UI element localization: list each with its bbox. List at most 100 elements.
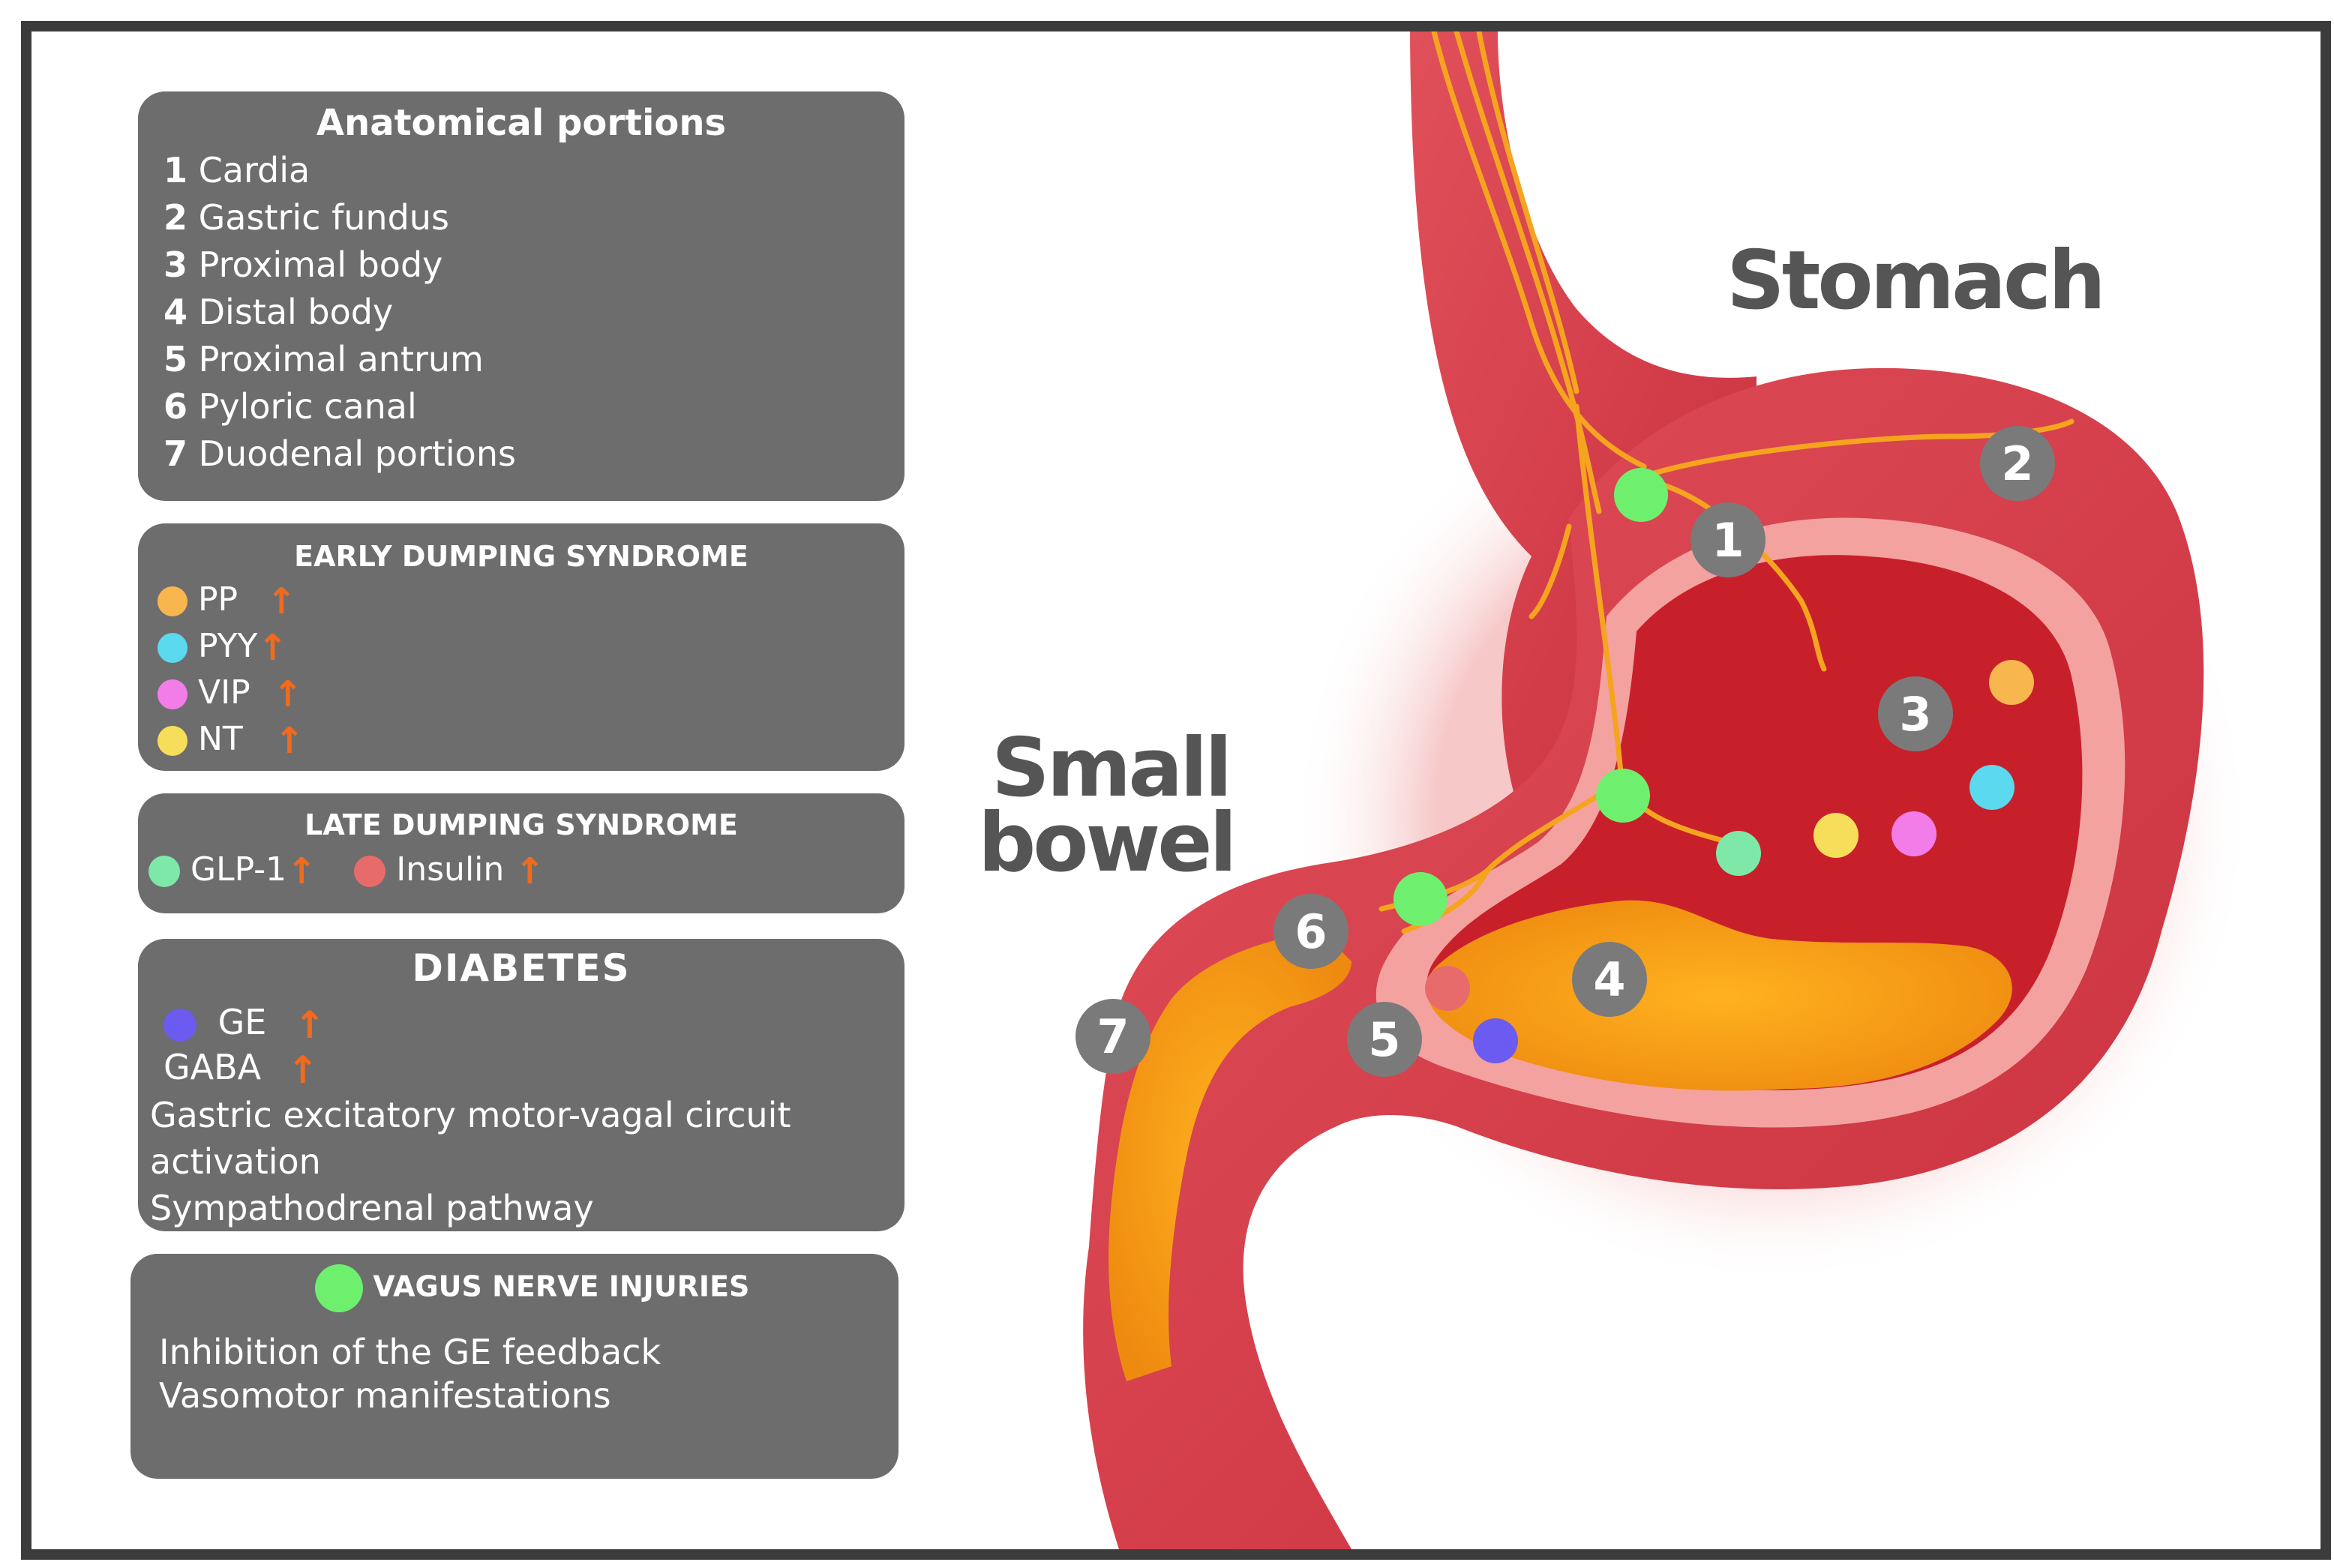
marker-3: 3 <box>1878 676 1953 751</box>
item-label: Duodenal portions <box>198 433 516 474</box>
gaba-label: GABA <box>164 1047 262 1087</box>
ge-row: GE ↑ <box>164 1002 326 1047</box>
legend-item-nt: NT ↑ <box>158 720 304 762</box>
vagus-dot-icon <box>315 1264 363 1312</box>
arrow-up-icon: ↑ <box>293 1003 326 1047</box>
item-label: Pyloric canal <box>198 386 417 427</box>
vagus-dot-icon <box>1596 769 1650 823</box>
marker-2: 2 <box>1980 426 2055 501</box>
item-label: Distal body <box>198 292 394 332</box>
legend-item-pp: PP ↑ <box>158 580 296 622</box>
vagus-nerve <box>1378 31 2074 934</box>
duodenum-lumen <box>1108 931 1352 1381</box>
anatomical-item: 7 Duodenal portions <box>164 433 516 474</box>
marker-3-label: 3 <box>1899 687 1931 742</box>
pyy-dot-icon <box>1970 765 2014 810</box>
pp-dot-icon <box>158 586 188 616</box>
marker-4-label: 4 <box>1593 952 1625 1007</box>
diabetes-panel: DIABETES GE ↑ GABA ↑ Gastric excitatory … <box>138 939 904 1231</box>
vip-dot-icon <box>158 679 188 709</box>
marker-5-label: 5 <box>1368 1012 1400 1067</box>
vagus-dot-icon <box>1394 872 1448 926</box>
legend-label: PYY <box>198 627 258 665</box>
item-label: Proximal body <box>198 244 443 285</box>
item-label: Proximal antrum <box>198 339 484 379</box>
anatomical-item: 6 Pyloric canal <box>164 386 417 427</box>
legend-label: GLP-1 <box>190 850 287 889</box>
vagus-title-row: VAGUS NERVE INJURIES <box>315 1264 749 1312</box>
anatomical-item: 1 Cardia <box>164 150 310 190</box>
ge-label: GE <box>218 1002 267 1042</box>
legend-label: NT <box>198 720 243 758</box>
diabetes-text-line3: Sympathodrenal pathway <box>150 1188 594 1228</box>
arrow-up-icon: ↑ <box>514 850 545 892</box>
marker-4: 4 <box>1572 942 1647 1017</box>
stomach-chyme <box>1426 900 2012 1091</box>
anatomical-portions-panel: Anatomical portions 1 Cardia 2 Gastric f… <box>138 91 904 501</box>
nt-dot-icon <box>1814 813 1858 858</box>
vip-dot-icon <box>1892 811 1936 856</box>
stomach-illustration: 1 2 3 4 5 6 7 <box>1076 31 2252 1549</box>
pyy-dot-icon <box>158 633 188 663</box>
arrow-up-icon: ↑ <box>274 720 305 762</box>
legend-label: PP <box>198 580 238 619</box>
marker-2-label: 2 <box>2001 436 2033 491</box>
anatomical-item: 4 Distal body <box>164 292 393 332</box>
marker-1-label: 1 <box>1712 513 1744 568</box>
legend-label: VIP <box>198 673 250 712</box>
nt-dot-icon <box>158 726 188 756</box>
small-bowel-label-line2: bowel <box>978 796 1238 890</box>
diabetes-title: DIABETES <box>412 946 631 990</box>
gaba-row: GABA ↑ <box>164 1047 319 1092</box>
late-dumping-panel: LATE DUMPING SYNDROME GLP-1↑ Insulin ↑ <box>138 793 904 913</box>
marker-1: 1 <box>1690 502 1766 577</box>
early-dumping-panel: EARLY DUMPING SYNDROME PP ↑ PYY↑ VIP ↑ N… <box>138 523 904 771</box>
early-dumping-title: EARLY DUMPING SYNDROME <box>294 540 748 573</box>
legend-item-vip: VIP ↑ <box>158 673 303 715</box>
ge-dot-icon <box>1473 1018 1518 1063</box>
arrow-up-icon: ↑ <box>266 580 297 622</box>
item-number: 3 <box>164 244 188 285</box>
item-number: 4 <box>164 292 188 332</box>
item-number: 6 <box>164 386 188 427</box>
ge-dot-icon <box>164 1008 196 1042</box>
vagus-text-line1: Inhibition of the GE feedback <box>159 1332 662 1372</box>
legend-item-pyy: PYY↑ <box>158 627 288 669</box>
legend-label: Insulin <box>396 850 505 889</box>
arrow-up-icon: ↑ <box>272 673 303 715</box>
vagus-title: VAGUS NERVE INJURIES <box>373 1270 750 1303</box>
arrow-up-icon: ↑ <box>286 850 317 892</box>
stomach-label: Stomach <box>1726 234 2106 328</box>
marker-6: 6 <box>1274 894 1348 969</box>
anatomical-item: 3 Proximal body <box>164 244 442 285</box>
figure-frame: Anatomical portions 1 Cardia 2 Gastric f… <box>21 21 2331 1560</box>
item-number: 1 <box>164 150 188 190</box>
glp1-dot-icon <box>1716 831 1761 876</box>
vagus-text-line2: Vasomotor manifestations <box>159 1375 611 1416</box>
arrow-up-icon: ↑ <box>257 627 288 669</box>
diabetes-text-line1: Gastric excitatory motor-vagal circuit <box>150 1095 791 1135</box>
marker-7-label: 7 <box>1096 1009 1129 1064</box>
anatomical-item: 5 Proximal antrum <box>164 339 484 379</box>
vagus-dot-icon <box>1614 468 1668 522</box>
diabetes-text-line2: activation <box>150 1141 321 1182</box>
item-number: 2 <box>164 197 188 238</box>
marker-6-label: 6 <box>1294 904 1327 959</box>
item-label: Cardia <box>198 150 310 190</box>
marker-7: 7 <box>1076 999 1150 1074</box>
late-dumping-title: LATE DUMPING SYNDROME <box>304 808 738 841</box>
esophagus <box>1410 31 1756 826</box>
insulin-dot-icon <box>354 856 386 887</box>
insulin-dot-icon <box>1425 966 1470 1011</box>
vagus-nerve-panel: VAGUS NERVE INJURIES Inhibition of the G… <box>130 1254 898 1479</box>
item-number: 5 <box>164 339 188 379</box>
late-legend-row: GLP-1↑ Insulin ↑ <box>148 850 545 892</box>
anatomical-item: 2 Gastric fundus <box>164 197 449 238</box>
item-number: 7 <box>164 433 188 474</box>
pp-dot-icon <box>1989 660 2034 705</box>
anatomical-portions-title: Anatomical portions <box>316 102 727 144</box>
arrow-up-icon: ↑ <box>286 1048 319 1092</box>
glp1-dot-icon <box>148 856 180 887</box>
item-label: Gastric fundus <box>198 197 449 238</box>
marker-5: 5 <box>1347 1002 1422 1077</box>
